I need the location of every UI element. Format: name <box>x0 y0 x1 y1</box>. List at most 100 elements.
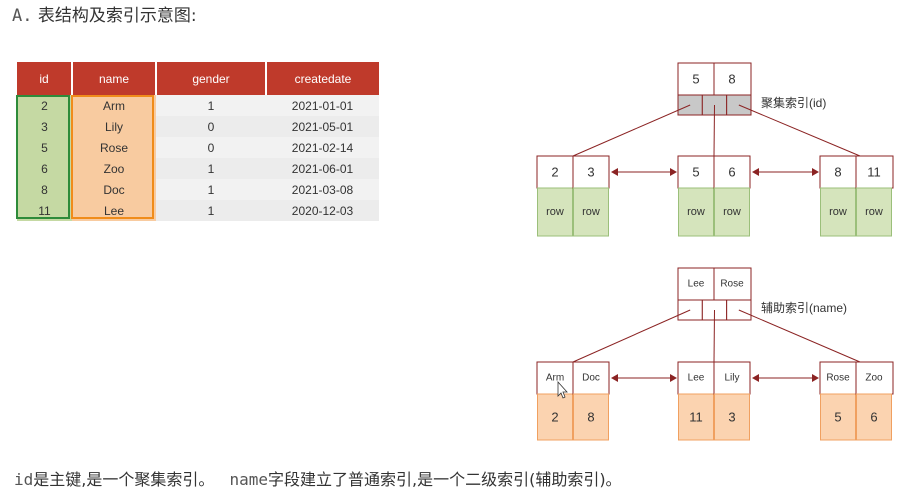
leaf-value-text: row <box>582 206 600 218</box>
tree-edge <box>713 104 715 157</box>
col-header-name: name <box>72 62 157 95</box>
caption-part-1: 是主键,是一个聚集索引。 <box>33 470 215 489</box>
leaf-value-text: row <box>546 206 564 218</box>
user-table: id name gender createdate 2 Arm 1 2021-0… <box>17 62 379 221</box>
leaf-key-text: 11 <box>867 165 881 180</box>
leaf-key-cell <box>536 155 574 189</box>
root-key-text: 8 <box>728 72 735 87</box>
leaf-key-text: Zoo <box>865 373 883 384</box>
cursor-icon <box>557 380 568 399</box>
cell-name: Arm <box>72 95 156 116</box>
leaf-key-text: Doc <box>582 373 600 384</box>
cell-gender: 1 <box>156 200 266 221</box>
cell-name: Lee <box>72 200 156 221</box>
leaf-value-cell <box>856 187 892 237</box>
leaf-key-cell <box>572 361 610 395</box>
root-key-cell <box>677 267 715 301</box>
leaf-link-arrow-left <box>752 168 759 176</box>
cell-id: 3 <box>17 116 72 137</box>
leaf-value-cell <box>678 393 714 441</box>
caption-part-2: 字段建立了普通索引,是一个二级索引(辅助索引)。 <box>267 470 622 489</box>
index-label: 聚集索引(id) <box>761 95 826 110</box>
cell-createdate: 2021-05-01 <box>266 116 379 137</box>
root-key-text: 5 <box>692 72 699 87</box>
heading-text: 表结构及索引示意图: <box>37 6 197 26</box>
leaf-key-text: 5 <box>692 165 699 180</box>
leaf-value-text: 11 <box>689 410 703 425</box>
leaf-key-text: 6 <box>728 165 735 180</box>
table-row: 3 Lily 0 2021-05-01 <box>17 116 379 137</box>
leaf-value-cell <box>856 393 892 441</box>
col-header-id: id <box>17 62 73 95</box>
leaf-link-arrow-right <box>812 374 819 382</box>
cell-id: 6 <box>17 158 72 179</box>
table-header-row: id name gender createdate <box>17 62 379 95</box>
leaf-key-text: Lily <box>724 373 739 384</box>
leaf-key-cell <box>536 361 574 395</box>
leaf-value-text: row <box>829 206 847 218</box>
leaf-link-arrow-right <box>670 168 677 176</box>
leaf-key-text: Lee <box>688 373 705 384</box>
root-key-text: Rose <box>720 279 744 290</box>
leaf-value-cell <box>714 393 750 441</box>
cell-id: 2 <box>17 95 72 116</box>
root-key-cell <box>713 62 752 96</box>
cell-createdate: 2020-12-03 <box>266 200 379 221</box>
tree-edge <box>713 309 715 363</box>
leaf-link-arrow-right <box>670 374 677 382</box>
cell-name: Rose <box>72 137 156 158</box>
tree-edge <box>572 104 691 157</box>
leaf-key-text: Arm <box>546 373 564 384</box>
heading-prefix: A. <box>12 6 33 26</box>
table-row: 5 Rose 0 2021-02-14 <box>17 137 379 158</box>
root-key-text: Lee <box>688 279 705 290</box>
leaf-key-text: Rose <box>826 373 850 384</box>
leaf-value-cell <box>678 187 714 237</box>
cell-gender: 1 <box>156 95 266 116</box>
leaf-value-text: row <box>865 206 883 218</box>
leaf-value-cell <box>820 393 856 441</box>
cell-gender: 0 <box>156 116 266 137</box>
leaf-link-arrow-left <box>611 168 618 176</box>
cell-createdate: 2021-01-01 <box>266 95 379 116</box>
leaf-value-text: 6 <box>870 410 877 425</box>
cell-createdate: 2021-02-14 <box>266 137 379 158</box>
leaf-value-cell <box>714 187 750 237</box>
leaf-link-arrow-right <box>812 168 819 176</box>
leaf-value-cell <box>820 187 856 237</box>
root-key-cell <box>713 267 752 301</box>
leaf-key-cell <box>855 361 894 395</box>
leaf-key-text: 2 <box>551 165 558 180</box>
leaf-value-text: 2 <box>551 410 558 425</box>
table-row: 8 Doc 1 2021-03-08 <box>17 179 379 200</box>
leaf-value-text: row <box>687 206 705 218</box>
tree-edge <box>738 104 861 157</box>
cell-name: Doc <box>72 179 156 200</box>
caption: id是主键,是一个聚集索引。 name字段建立了普通索引,是一个二级索引(辅助索… <box>14 466 622 494</box>
cell-createdate: 2021-06-01 <box>266 158 379 179</box>
leaf-key-text: 8 <box>834 165 841 180</box>
leaf-key-text: 3 <box>587 165 594 180</box>
leaf-link-arrow-left <box>752 374 759 382</box>
index-label: 辅助索引(name) <box>761 301 847 315</box>
leaf-key-cell <box>713 155 751 189</box>
leaf-value-text: row <box>723 206 741 218</box>
leaf-value-cell <box>573 187 609 237</box>
table-row: 6 Zoo 1 2021-06-01 <box>17 158 379 179</box>
col-header-gender: gender <box>156 62 267 95</box>
leaf-key-cell <box>677 361 715 395</box>
leaf-key-cell <box>713 361 751 395</box>
cell-id: 11 <box>17 200 72 221</box>
leaf-link-arrow-left <box>611 374 618 382</box>
col-header-createdate: createdate <box>266 62 379 95</box>
leaf-value-text: 3 <box>728 410 735 425</box>
leaf-value-cell <box>573 393 609 441</box>
cell-gender: 1 <box>156 158 266 179</box>
leaf-key-cell <box>855 155 894 189</box>
tree-edge <box>572 309 691 363</box>
caption-id-term: id <box>14 470 34 489</box>
leaf-value-cell <box>537 393 573 441</box>
cell-name: Lily <box>72 116 156 137</box>
cell-id: 5 <box>17 137 72 158</box>
